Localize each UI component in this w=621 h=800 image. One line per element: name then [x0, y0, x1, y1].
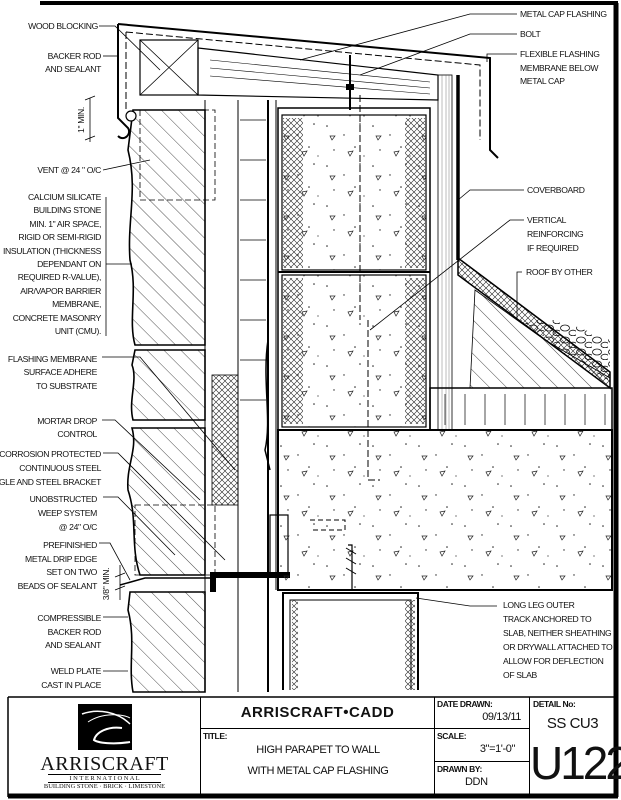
scale-label: SCALE:: [437, 731, 467, 741]
label-long-leg: LONG LEG OUTER: [503, 600, 575, 610]
title-line-2: WITH METAL CAP FLASHING: [247, 765, 389, 777]
label-mortar-drop: MORTAR DROP: [37, 416, 97, 426]
logo-name: ARRISCRAFT: [40, 753, 169, 775]
label-flexible: FLEXIBLE FLASHING: [520, 49, 600, 59]
label-metal-cap: METAL CAP FLASHING: [520, 9, 607, 19]
label-wall-assembly-6: DEPENDANT ON: [37, 259, 101, 269]
right-annotations: METAL CAP FLASHING BOLT FLEXIBLE FLASHIN…: [503, 9, 613, 680]
label-long-leg-4: OR DRYWALL ATTACHED TO: [503, 642, 613, 652]
drawn-value: DDN: [465, 776, 488, 788]
label-roof: ROOF BY OTHER: [526, 267, 593, 277]
company-name: ARRISCRAFT•CADD: [201, 697, 435, 729]
label-drip-edge-3: SET ON TWO: [46, 567, 97, 577]
coverboard: [437, 74, 460, 431]
label-compressible: COMPRESSIBLE: [37, 613, 101, 623]
label-drip-edge: PREFINISHED: [43, 540, 97, 550]
date-label: DATE DRAWN:: [437, 699, 493, 709]
steel-track: [282, 592, 419, 690]
label-wall-assembly-11: UNIT (CMU).: [55, 326, 101, 336]
date-cell: DATE DRAWN: 09/13/11: [435, 697, 530, 729]
logo-tagline: BUILDING STONE · BRICK · LIMESTONE: [43, 783, 166, 790]
label-vertical-3: IF REQUIRED: [527, 243, 579, 253]
calcium-silicate-stone: [127, 100, 216, 693]
label-weep-2: WEEP SYSTEM: [38, 508, 97, 518]
label-long-leg-3: SLAB, NEITHER SHEATHING: [503, 628, 612, 638]
label-flexible-3: METAL CAP: [520, 76, 565, 86]
label-long-leg-2: TRACK ANCHORED TO: [503, 614, 592, 624]
metal-cap-flashing: [117, 23, 499, 159]
scale-value: 3"=1'-0": [479, 743, 516, 755]
roof-assembly: [429, 256, 613, 431]
drawn-label: DRAWN BY:: [437, 764, 482, 774]
label-weep-3: @ 24" O/C: [59, 522, 97, 532]
label-drip-edge-4: BEADS OF SEALANT: [18, 581, 99, 591]
cmu-parapet: [277, 95, 431, 481]
label-long-leg-6: OF SLAB: [503, 670, 537, 680]
label-weep: UNOBSTRUCTED: [30, 494, 98, 504]
label-compressible-2: BACKER ROD: [48, 627, 101, 637]
label-mortar-drop-2: CONTROL: [57, 429, 97, 439]
leader-lines: [84, 13, 524, 672]
title-label: TITLE:: [203, 731, 228, 741]
scale-cell: SCALE: 3"=1'-0": [435, 729, 530, 762]
left-annotations: WOOD BLOCKING BACKER ROD AND SEALANT 1" …: [0, 21, 111, 690]
label-wall-assembly: CALCIUM SILICATE: [28, 192, 102, 202]
label-flashing-membrane: FLASHING MEMBRANE: [8, 354, 98, 364]
detail-cell: DETAIL No: SS CU3 U122: [530, 697, 621, 795]
label-vertical-2: REINFORCING: [527, 229, 584, 239]
label-flashing-membrane-2: SURFACE ADHERE: [24, 367, 98, 377]
label-flexible-2: MEMBRANE BELOW: [520, 63, 599, 73]
concrete-slab: [277, 429, 613, 591]
detail-series: SS CU3: [546, 715, 599, 732]
drawn-cell: DRAWN BY: DDN: [435, 762, 530, 795]
label-corrosion-3: ANGLE AND STEEL BRACKET: [0, 477, 102, 487]
dim-three-eighths-min: 3/8" MIN.: [101, 568, 111, 600]
label-wall-assembly-7: REQUIRED R-VALUE),: [18, 272, 101, 282]
label-compressible-3: AND SEALANT: [45, 640, 102, 650]
label-backer-rod-2: AND SEALANT: [45, 64, 102, 74]
label-weld-plate-2: CAST IN PLACE: [41, 680, 101, 690]
label-wall-assembly-5: INSULATION (THICKNESS: [3, 246, 102, 256]
detail-number: U122: [530, 737, 621, 789]
arriscraft-logo-icon: [78, 704, 132, 750]
label-wall-assembly-10: CONCRETE MASONRY: [13, 313, 102, 323]
label-long-leg-5: ALLOW FOR DEFLECTION: [503, 656, 604, 666]
label-wood-blocking: WOOD BLOCKING: [28, 21, 99, 31]
label-wall-assembly-2: BUILDING STONE: [33, 205, 101, 215]
logo-sub: I N T E R N A T I O N A L: [48, 774, 161, 783]
label-weld-plate: WELD PLATE: [51, 666, 102, 676]
detail-label: DETAIL No:: [533, 699, 576, 709]
label-wall-assembly-4: RIGID OR SEMI-RIGID: [18, 232, 101, 242]
label-vertical: VERTICAL: [527, 215, 567, 225]
label-coverboard: COVERBOARD: [527, 185, 585, 195]
label-bolt: BOLT: [520, 29, 542, 39]
dim-one-inch-min: 1" MIN.: [76, 107, 86, 133]
label-wall-assembly-9: MEMBRANE,: [52, 299, 101, 309]
label-flashing-membrane-3: TO SUBSTRATE: [36, 381, 98, 391]
date-value: 09/13/11: [482, 711, 521, 723]
label-drip-edge-2: METAL DRIP EDGE: [25, 554, 98, 564]
label-backer-rod: BACKER ROD: [48, 51, 101, 61]
label-vent: VENT @ 24 " O/C: [37, 165, 101, 175]
logo-area: ARRISCRAFT I N T E R N A T I O N A L BUI…: [8, 697, 201, 795]
sheet-border: [7, 1, 619, 799]
air-space-insulation: [211, 100, 277, 692]
title-line-1: HIGH PARAPET TO WALL: [256, 744, 380, 756]
label-wall-assembly-8: AIR/VAPOR BARRIER: [20, 286, 101, 296]
label-corrosion-2: CONTINUOUS STEEL: [19, 463, 101, 473]
label-corrosion: CORROSION PROTECTED: [0, 449, 101, 459]
label-wall-assembly-3: MIN. 1" AIR SPACE,: [29, 219, 101, 229]
title-area: TITLE: HIGH PARAPET TO WALL WITH METAL C…: [201, 729, 435, 795]
